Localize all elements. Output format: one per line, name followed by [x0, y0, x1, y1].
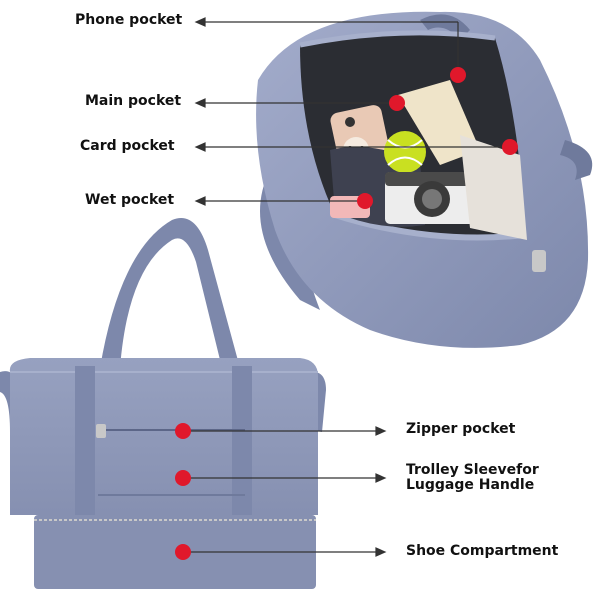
marker-trolley-sleeve	[175, 470, 191, 486]
label-main-pocket: Main pocket	[85, 93, 182, 109]
callout-markers	[175, 67, 518, 560]
marker-zipper-pocket	[175, 423, 191, 439]
zipper-pull	[532, 250, 546, 272]
label-trolley-sleeve: Trolley Sleevefor Luggage Handle	[406, 462, 539, 493]
marker-wet-pocket	[357, 193, 373, 209]
bag-front-body	[9, 358, 318, 515]
label-shoe-compartment: Shoe Compartment	[406, 543, 559, 559]
front-strap-right	[232, 366, 252, 516]
marker-main-pocket	[389, 95, 405, 111]
marker-shoe-compartment	[175, 544, 191, 560]
magazine-item	[460, 135, 527, 240]
label-card-pocket: Card pocket	[80, 138, 175, 154]
label-zipper-pocket: Zipper pocket	[406, 421, 516, 437]
callout-lines	[183, 17, 510, 557]
label-wet-pocket: Wet pocket	[85, 192, 175, 208]
marker-phone-pocket	[450, 67, 466, 83]
marker-card-pocket	[502, 139, 518, 155]
front-strap-left	[75, 366, 95, 516]
front-bag-view	[0, 218, 326, 589]
right-strap	[560, 140, 593, 180]
cosmetic-item	[398, 80, 480, 165]
label-phone-pocket: Phone pocket	[75, 12, 183, 28]
tennis-ball	[384, 131, 426, 173]
bag-handles	[100, 218, 240, 368]
open-bag-top-view	[256, 11, 593, 348]
